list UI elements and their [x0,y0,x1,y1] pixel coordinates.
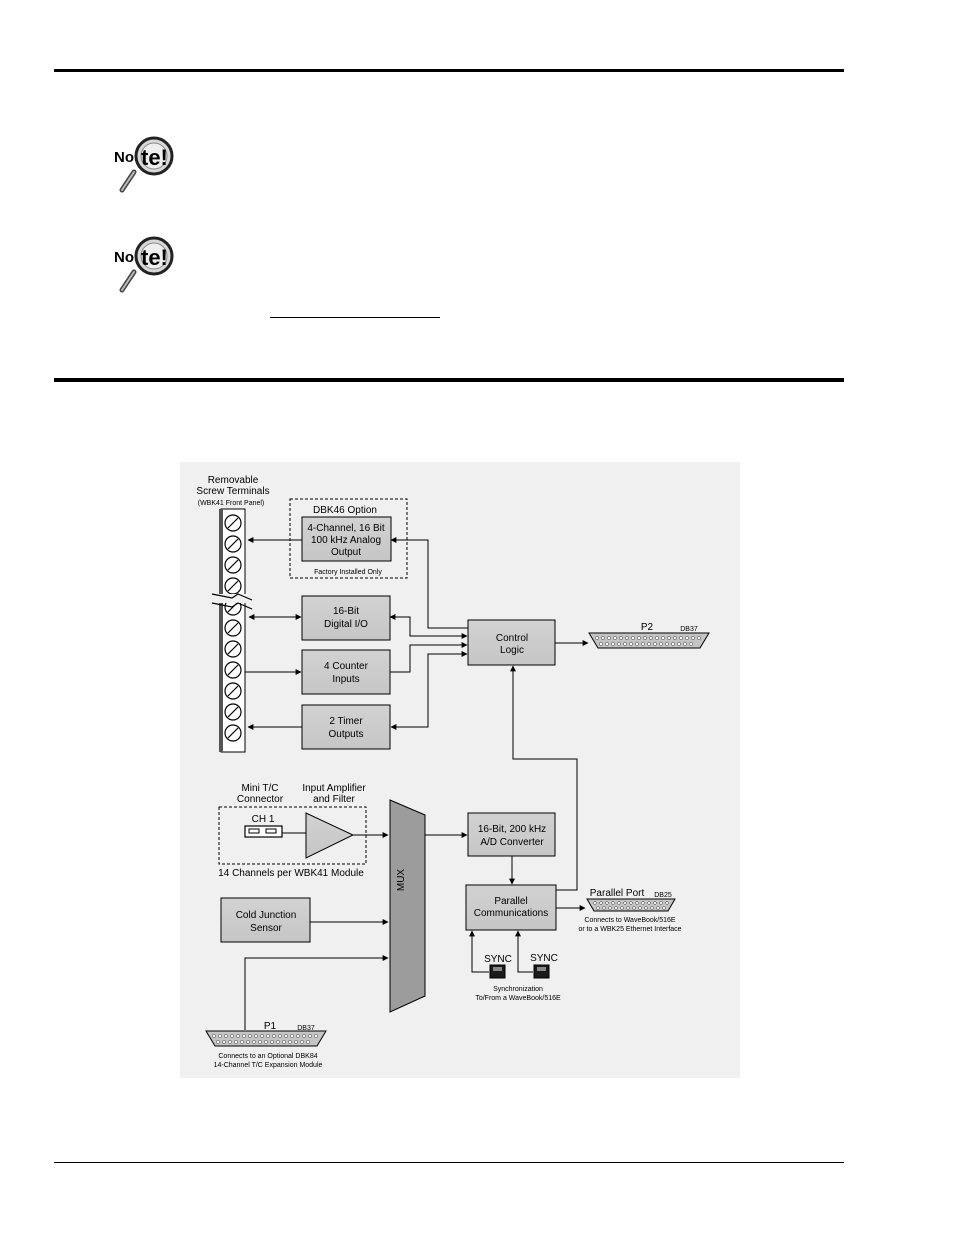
digital-io-line1: 16-Bit [333,606,359,617]
p1-note2: 14-Channel T/C Expansion Module [214,1062,323,1069]
control-logic-block [467,619,556,666]
counter-line2: Inputs [332,674,359,685]
link-underline [270,317,440,318]
mini-tc-connector-icon [244,825,283,838]
parallel-comm-line2: Communications [474,908,548,919]
amplifier-triangle [305,812,355,859]
parallel-port-note1: Connects to WaveBook/516E [584,917,676,924]
svg-text:te!: te! [141,245,168,270]
p1-type: DB37 [297,1025,315,1032]
sync-label-1: SYNC [484,954,512,965]
svg-text:No: No [114,249,134,266]
mini-tc-line1: Mini T/C [241,783,278,794]
parallel-comm-line1: Parallel [494,896,527,907]
p2-connector [588,632,710,649]
cold-junction-line1: Cold Junction [236,910,297,921]
magnifier-note-icon: No te! [114,236,174,293]
channels-note: 14 Channels per WBK41 Module [218,868,364,879]
amp-line1: Input Amplifier [302,783,366,794]
dbk46-option-frame [289,498,408,579]
sync-jack-icon-2 [533,964,550,979]
dbk46-footer: Factory Installed Only [314,569,382,576]
magnifier-note-icon: No te! [114,136,174,193]
control-logic-line2: Logic [500,645,524,656]
dbk46-line1: 4-Channel, 16 Bit [307,523,384,534]
timer-line1: 2 Timer [329,716,363,727]
dbk46-analog-output-block [301,516,392,562]
parallel-port-note2: or to a WBK25 Ethernet Interface [578,926,681,933]
screw-terminals-title-1: Removable [208,475,259,486]
digital-io-line2: Digital I/O [324,619,368,630]
ad-converter-block [467,812,556,857]
amp-line2: and Filter [313,794,355,805]
mini-tc-line2: Connector [237,794,284,805]
sync-note2: To/From a WaveBook/516E [475,995,561,1002]
note-icon-2: No te! [112,236,178,294]
dbk46-line3: Output [331,547,361,558]
p2-name: P2 [641,622,654,633]
timer-line2: Outputs [328,729,363,740]
dbk46-title: DBK46 Option [313,505,377,516]
control-logic-line1: Control [496,633,528,644]
svg-text:te!: te! [141,145,168,170]
counter-line1: 4 Counter [324,661,369,672]
p1-name: P1 [264,1021,277,1032]
sync-jack-icon-1 [489,964,506,979]
top-rule [54,69,844,72]
screw-terminals-title-2: Screw Terminals [196,486,269,497]
footer-rule [54,1162,844,1163]
counter-inputs-block [301,649,391,695]
parallel-port-type: DB25 [654,892,672,899]
cold-junction-block [220,897,311,943]
sync-note1: Synchronization [493,986,543,993]
parallel-port-connector [586,898,676,912]
screw-terminal-strip [211,508,253,753]
mux-block [389,799,426,1013]
adc-line2: A/D Converter [480,837,544,848]
block-diagram: Removable Screw Terminals (WBK41 Front P… [180,462,740,1078]
digital-io-block [301,595,391,641]
ch1-label: CH 1 [252,814,275,825]
parallel-port-name: Parallel Port [590,888,645,899]
p1-note1: Connects to an Optional DBK84 [218,1053,317,1060]
section-rule [54,378,844,382]
adc-line1: 16-Bit, 200 kHz [478,824,546,835]
parallel-comm-block [465,884,557,931]
sync-label-2: SYNC [530,953,558,964]
note-icon-1: No te! [112,136,178,194]
timer-outputs-block [301,704,391,750]
svg-text:No: No [114,149,134,166]
p1-connector [205,1030,327,1047]
screw-terminals-subtitle: (WBK41 Front Panel) [198,500,265,507]
dbk46-line2: 100 kHz Analog [311,535,381,546]
mux-label: MUX [396,869,407,892]
p2-type: DB37 [680,626,698,633]
cold-junction-line2: Sensor [250,923,282,934]
